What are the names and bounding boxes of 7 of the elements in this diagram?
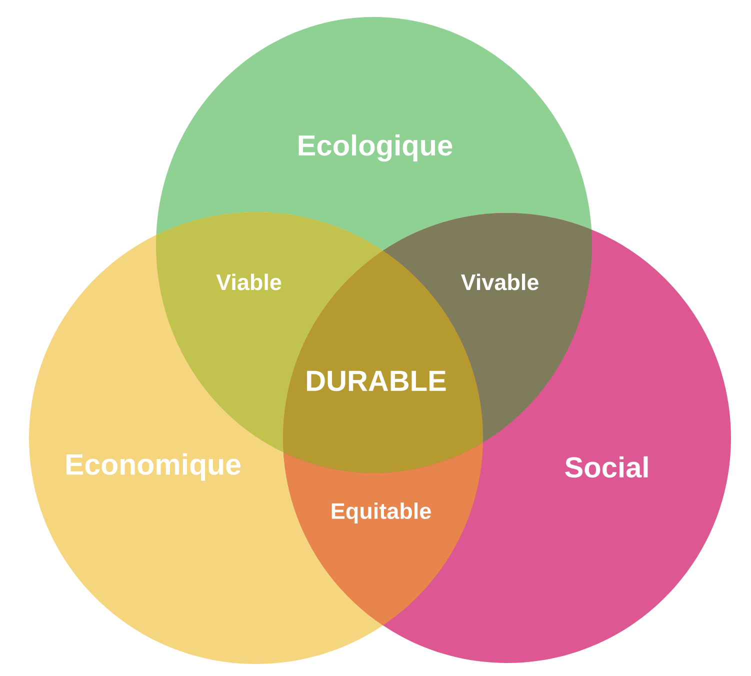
overlap-label: Equitable bbox=[332, 502, 431, 524]
circle-label: Social bbox=[565, 456, 648, 478]
overlap-label: Vivable bbox=[460, 274, 538, 290]
overlap-label: Viable bbox=[216, 274, 282, 290]
circle-label: Ecologique bbox=[298, 134, 452, 162]
center-label: DURABLE bbox=[307, 370, 446, 392]
circle-label: Economique bbox=[66, 453, 241, 481]
